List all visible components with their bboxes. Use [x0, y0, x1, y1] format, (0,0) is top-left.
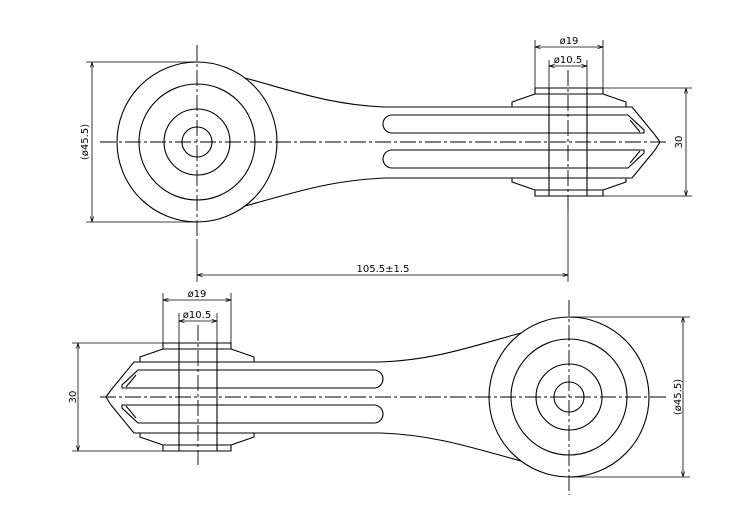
bottom-view: ø19 ø10.5 30 (ø45.5)	[68, 289, 690, 496]
top-bushing-inner-diameter-label: ø10.5	[554, 55, 582, 66]
bottom-height-label: 30	[68, 391, 79, 404]
top-bushing-outer-diameter-label: ø19	[560, 36, 579, 47]
center-distance-label: 105.5±1.5	[357, 264, 410, 275]
bottom-bushing-inner-diameter-label: ø10.5	[183, 310, 211, 321]
top-height-label: 30	[674, 136, 685, 149]
top-eye-diameter-label: (ø45.5)	[80, 124, 91, 160]
bottom-bushing-outer-diameter-label: ø19	[188, 289, 207, 300]
top-view: ø19 ø10.5 30 (ø45.5) 105.5±1.5	[80, 36, 692, 282]
bottom-eye-diameter-label: (ø45.5)	[673, 379, 684, 415]
